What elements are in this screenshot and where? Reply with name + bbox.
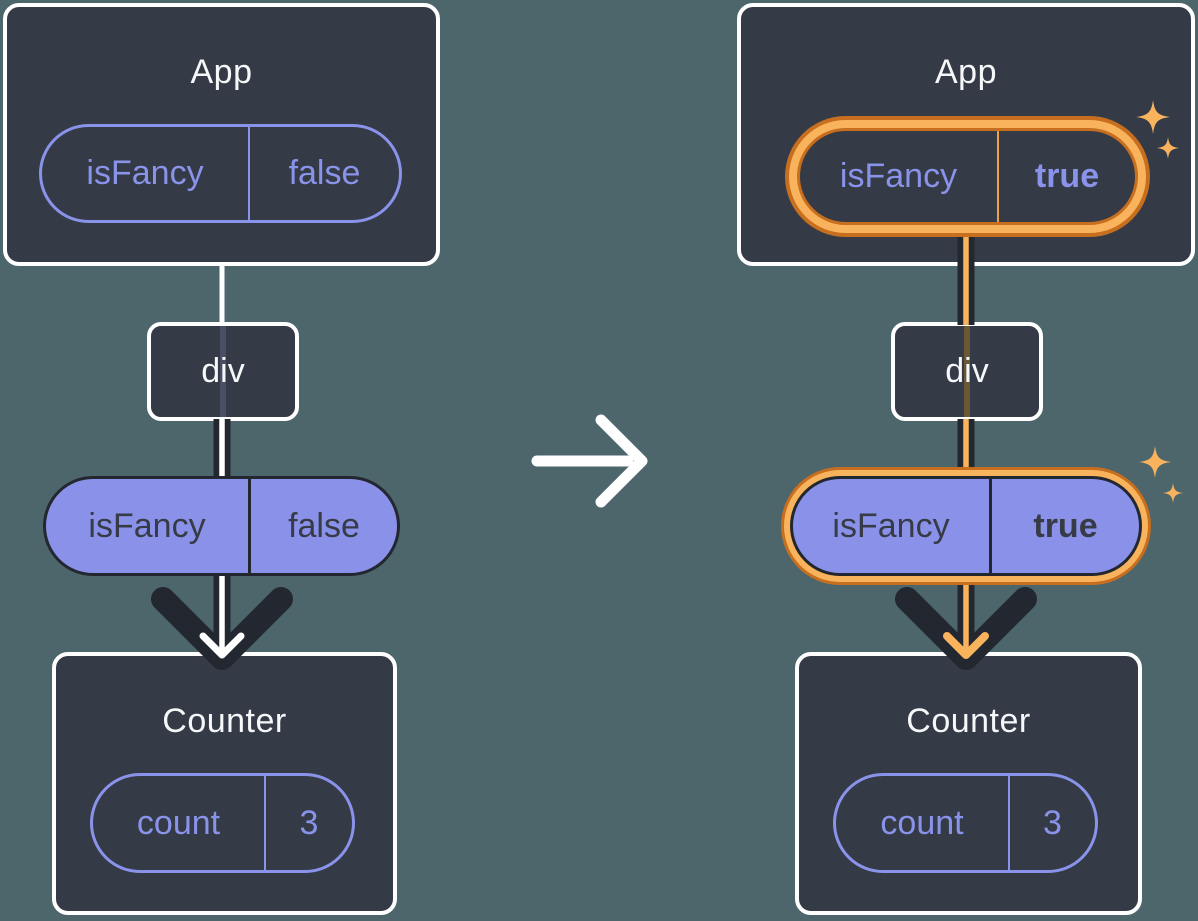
before-div-card: div (147, 322, 299, 421)
after-counter-state-pill: count 3 (833, 773, 1098, 873)
after-passed-prop-pill: isFancy true (790, 476, 1142, 576)
before-counter-title: Counter (162, 702, 287, 740)
before-app-title: App (190, 53, 253, 91)
before-down-arrow-icon (151, 587, 293, 670)
right-arrow-icon (531, 414, 648, 508)
state-name: count (93, 776, 266, 870)
prop-value: true (1033, 506, 1098, 545)
after-div-label: div (945, 352, 989, 390)
before-passed-prop-pill: isFancy false (43, 476, 400, 576)
sparkle-icon (1163, 483, 1183, 503)
state-name: count (836, 776, 1010, 870)
prop-flow-stripe (964, 326, 970, 417)
state-value: false (288, 154, 361, 192)
before-app-state-pill: isFancy false (39, 124, 402, 223)
prop-flow-stripe (220, 326, 226, 417)
prop-value: false (288, 506, 360, 545)
sparkle-icon (1139, 446, 1171, 478)
state-value: 3 (299, 803, 319, 842)
after-app-title: App (935, 53, 997, 91)
state-value: 3 (1043, 803, 1062, 842)
after-down-arrow-icon (895, 587, 1037, 670)
prop-name: isFancy (46, 479, 251, 573)
state-name: isFancy (800, 131, 999, 222)
after-app-state-pill: isFancy true (797, 128, 1138, 225)
before-div-label: div (201, 352, 245, 390)
sparkles-bottom (1139, 446, 1183, 503)
after-div-card: div (891, 322, 1043, 421)
after-counter-title: Counter (906, 702, 1031, 740)
state-name: isFancy (42, 127, 250, 220)
before-counter-card: Counter (52, 652, 397, 915)
before-counter-state-pill: count 3 (90, 773, 355, 873)
state-value: true (1034, 157, 1100, 195)
prop-name: isFancy (793, 479, 992, 573)
